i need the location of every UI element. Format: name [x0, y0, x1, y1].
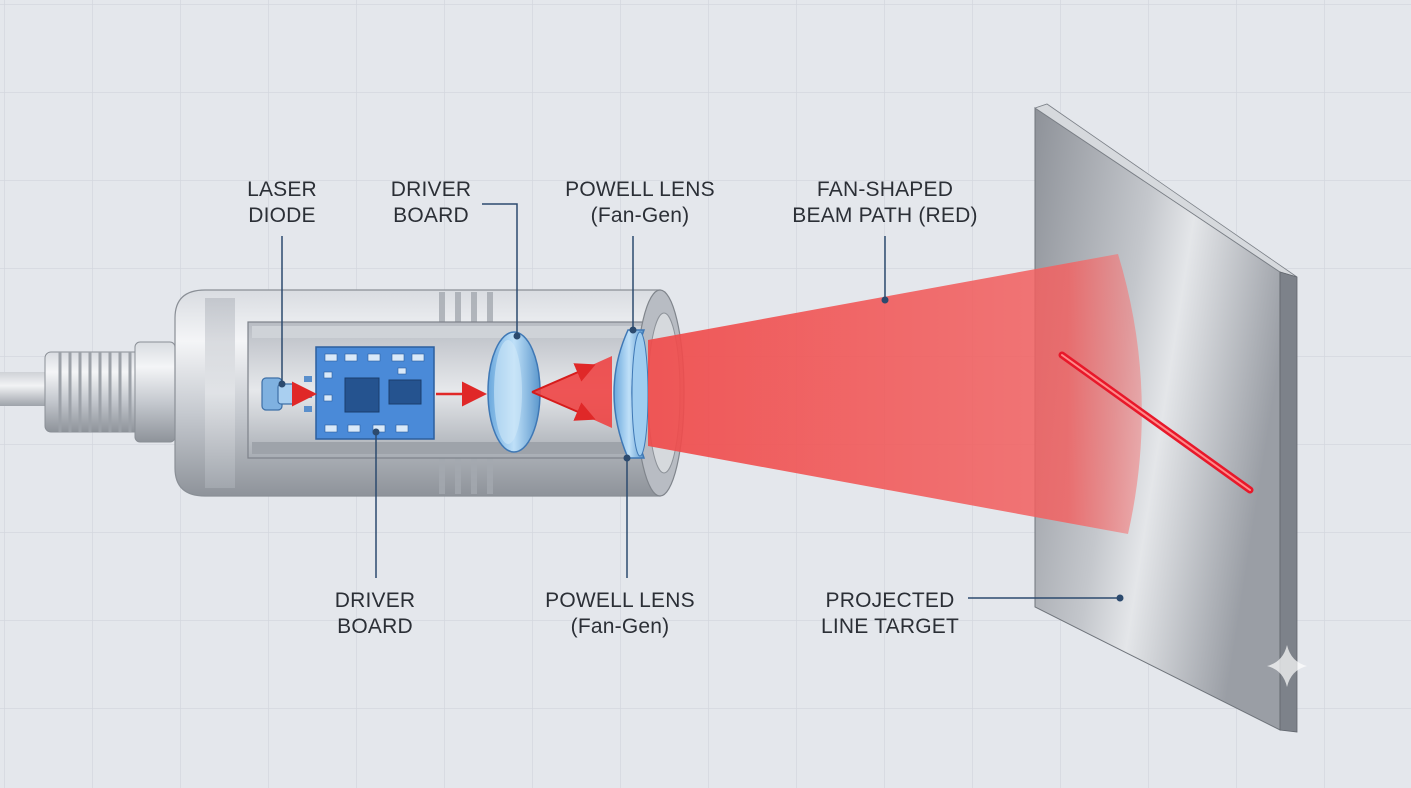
powell-lens — [613, 329, 649, 459]
fan-beam — [648, 254, 1142, 534]
collimating-lens — [487, 331, 541, 453]
label-projected-target: PROJECTED LINE TARGET — [821, 589, 959, 638]
leader-lines — [281, 203, 1120, 599]
threaded-connector — [44, 341, 176, 443]
label-powell-lens-bottom: POWELL LENS (Fan-Gen) — [545, 589, 695, 638]
leader-dots — [278, 296, 1124, 602]
label-driver-board-bottom: DRIVER BOARD — [334, 589, 416, 638]
label-driver-board-top: DRIVER BOARD — [390, 178, 472, 227]
label-powell-lens-top: POWELL LENS (Fan-Gen) — [565, 178, 715, 227]
label-beam-path: FAN-SHAPED BEAM PATH (RED) — [792, 178, 978, 227]
label-laser-diode: LASER DIODE — [247, 178, 317, 227]
driver-board — [315, 346, 435, 440]
sparkle-icon — [1267, 645, 1307, 687]
